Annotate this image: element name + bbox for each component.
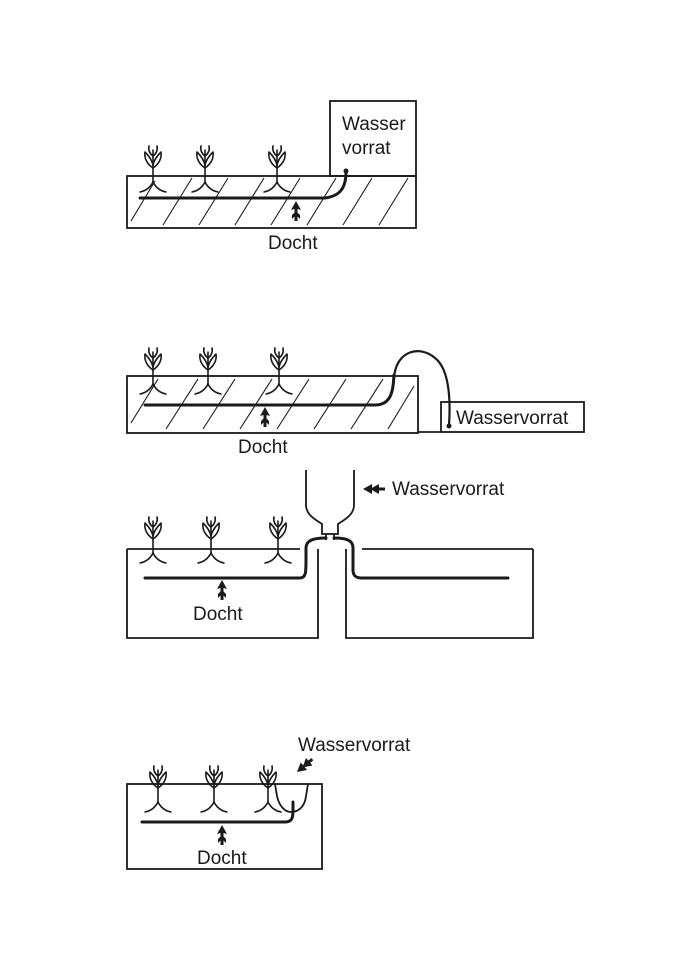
down-arrow-icon xyxy=(297,757,314,772)
wick-label: Docht xyxy=(238,437,288,458)
wick-right xyxy=(332,536,510,580)
plant-3 xyxy=(264,516,292,564)
planter-box-right xyxy=(345,549,534,639)
water-reservoir-box xyxy=(440,401,585,433)
planter-box xyxy=(126,783,323,870)
wick xyxy=(143,373,396,407)
plant-3 xyxy=(265,347,293,395)
wick xyxy=(140,800,295,824)
water-bottle xyxy=(305,470,355,535)
reservoir-label: Wasservorrat xyxy=(392,479,505,500)
plant-2 xyxy=(191,145,219,193)
soil-hatching xyxy=(130,177,409,226)
wick-left xyxy=(143,536,328,580)
siphon-wick xyxy=(392,350,451,427)
wick-label: Docht xyxy=(193,604,243,625)
wick xyxy=(138,170,348,200)
plant-2 xyxy=(194,347,222,395)
reservoir-label-line-1: Wasser xyxy=(342,114,406,135)
plant-2 xyxy=(200,765,228,813)
up-arrow-icon xyxy=(291,201,301,221)
plant-1 xyxy=(144,765,172,813)
planter-box xyxy=(126,175,417,229)
plant-1 xyxy=(139,516,167,564)
water-cup xyxy=(274,783,309,813)
plant-3 xyxy=(254,765,282,813)
panel-2-external-reservoir: Wasservorrat Docht xyxy=(126,347,585,458)
panel-3-bottle-reservoir: Wasservorrat Docht xyxy=(126,470,534,639)
wick-label: Docht xyxy=(268,233,318,254)
plant-2 xyxy=(197,516,225,564)
up-arrow-icon xyxy=(260,407,270,427)
plant-3 xyxy=(263,145,291,193)
planter-box-left xyxy=(126,549,319,639)
reservoir-label: Wasservorrat xyxy=(298,735,411,756)
panel-1-integrated-reservoir: Wasser vorrat Docht xyxy=(126,100,417,254)
reservoir-label: Wasservorrat xyxy=(456,408,569,429)
up-arrow-icon xyxy=(217,580,227,600)
left-arrow-icon xyxy=(363,484,385,494)
water-reservoir-box xyxy=(329,100,417,177)
planter-box xyxy=(126,375,419,434)
panel-4-cup-reservoir: Wasservorrat Docht xyxy=(126,735,411,870)
up-arrow-icon xyxy=(217,825,227,845)
wick-label: Docht xyxy=(197,848,247,869)
reservoir-label-line-2: vorrat xyxy=(342,138,391,159)
